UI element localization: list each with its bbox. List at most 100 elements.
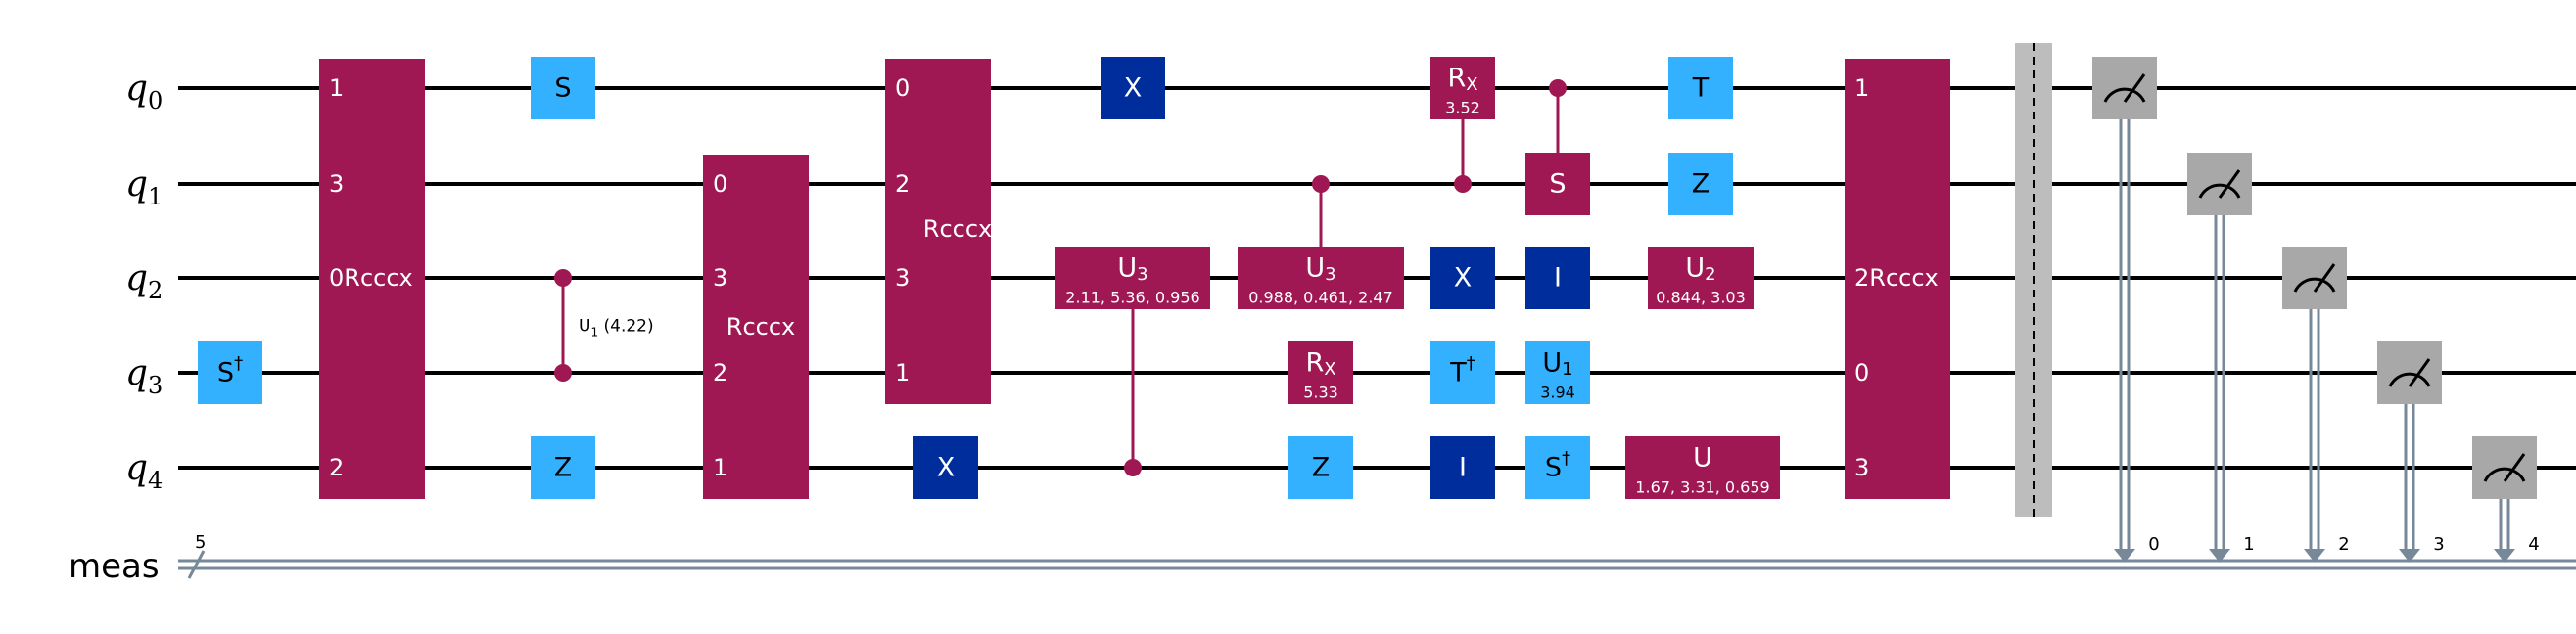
pin-label: 3 — [1854, 454, 1869, 481]
qubit-label: q3 — [125, 353, 163, 399]
pin-label: 2 — [895, 170, 910, 198]
qubit-index: 1 — [148, 183, 163, 210]
single-qubit-gate: I — [1430, 436, 1495, 499]
gate-box — [1648, 247, 1754, 309]
gate-params: 3.52 — [1445, 99, 1480, 117]
gate-params: 3.94 — [1540, 384, 1575, 402]
gate-label: S† — [1545, 448, 1570, 483]
measure-gate: 3 — [2377, 341, 2445, 563]
gate-label: X — [937, 453, 956, 483]
gate-box — [1525, 247, 1590, 309]
register-size: 5 — [195, 532, 206, 553]
gate-label: S — [554, 73, 571, 104]
pin-label: 1 — [895, 359, 910, 386]
qubit-label: q4 — [125, 448, 163, 494]
rcccx-gate: 0 2 3 1 Rcccx — [885, 59, 992, 404]
gate-box — [1625, 436, 1780, 499]
control-dot — [1312, 175, 1330, 193]
single-qubit-gate: U 1.67, 3.31, 0.659 — [1625, 436, 1780, 499]
meter-needle-icon — [2313, 263, 2336, 293]
meter-arc-icon — [2198, 183, 2241, 199]
gate-box — [1430, 247, 1495, 309]
qubit-index: 4 — [148, 467, 163, 494]
gate-params: 1.67, 3.31, 0.659 — [1635, 478, 1769, 497]
gate-label: U1 (4.22) — [579, 317, 654, 340]
gate-label: T† — [1449, 353, 1475, 388]
gate-params: 0.988, 0.461, 2.47 — [1248, 289, 1393, 307]
qubit-label: q1 — [125, 164, 163, 210]
gate-box — [885, 59, 991, 404]
bus-slash — [187, 550, 206, 579]
gate-name: Rcccx — [726, 313, 795, 340]
measure-arrow — [2114, 549, 2135, 563]
rcccx-gate: 1 3 2 0Rcccx — [319, 59, 425, 499]
pin-label: 2 — [713, 359, 727, 386]
gate-box — [1430, 436, 1495, 499]
barrier — [2015, 43, 2052, 517]
control-dot — [554, 269, 572, 287]
measure-gate: 2 — [2282, 247, 2350, 563]
gate-box — [1525, 341, 1590, 404]
pin-label: 1 — [1854, 74, 1869, 102]
gate-box — [1668, 57, 1733, 119]
gate-box — [1055, 247, 1210, 309]
single-qubit-gate: S† — [1525, 436, 1590, 499]
qubit-index: 3 — [148, 372, 163, 399]
pin-label: 3 — [329, 170, 344, 198]
control-dot — [1549, 79, 1567, 97]
gate-box — [1288, 341, 1353, 404]
gate-name: Rcccx — [923, 215, 992, 243]
measure-arrow — [2399, 549, 2420, 563]
gate-label: X — [1124, 73, 1143, 104]
gate-name: 0Rcccx — [329, 264, 413, 292]
gate-target: U30.988, 0.461, 2.47 — [1238, 247, 1404, 309]
single-qubit-gate: U20.844, 3.03 — [1648, 247, 1754, 309]
single-qubit-gate: S† — [198, 341, 262, 404]
gate-box — [1101, 57, 1165, 119]
pin-label: 3 — [713, 264, 727, 292]
control-dot — [554, 364, 572, 382]
measure-gate: 0 — [2092, 57, 2160, 563]
gate-label: U — [1693, 443, 1712, 474]
controlled-u3-gate — [1124, 278, 1142, 476]
pin-label: 2 — [329, 454, 344, 481]
gate-box — [1525, 436, 1590, 499]
pin-label: 0 — [713, 170, 727, 198]
gate-box — [913, 436, 978, 499]
pin-label: 3 — [895, 264, 910, 292]
single-qubit-gate: T — [1668, 57, 1733, 119]
single-qubit-gate: Z — [1288, 436, 1353, 499]
pin-label: 1 — [329, 74, 344, 102]
qubit-label: q2 — [125, 258, 163, 304]
measure-gate: 1 — [2187, 153, 2255, 563]
measure-bit-label: 0 — [2148, 534, 2159, 555]
gate-box — [1238, 247, 1404, 309]
gate-label: I — [1459, 453, 1467, 483]
gate-name: 2Rcccx — [1854, 264, 1939, 292]
single-qubit-gate: X — [1430, 247, 1495, 309]
gate-label: T — [1692, 73, 1710, 104]
gate-params: 2.11, 5.36, 0.956 — [1065, 289, 1199, 307]
gate-box — [1668, 153, 1733, 215]
measure-bit-label: 3 — [2433, 534, 2444, 555]
gate-box — [1288, 436, 1353, 499]
single-qubit-gate: U13.94 — [1525, 341, 1590, 404]
measure-arrow — [2209, 549, 2230, 563]
measure-arrow — [2304, 549, 2325, 563]
single-qubit-gate: I — [1525, 247, 1590, 309]
pin-label: 0 — [895, 74, 910, 102]
meter-arc-icon — [2388, 372, 2431, 387]
gate-target: U32.11, 5.36, 0.956 — [1055, 247, 1210, 309]
measure-bit-label: 2 — [2338, 534, 2349, 555]
gate-box — [1430, 57, 1495, 119]
meter-needle-icon — [2218, 169, 2241, 199]
single-qubit-gate: X — [1101, 57, 1165, 119]
gate-box — [531, 436, 595, 499]
gate-box — [1430, 341, 1495, 404]
gate-label: Z — [1312, 453, 1331, 483]
single-qubit-gate: RX3.52 — [1430, 57, 1495, 119]
gate-label: Z — [554, 453, 573, 483]
single-qubit-gate: S — [531, 57, 595, 119]
